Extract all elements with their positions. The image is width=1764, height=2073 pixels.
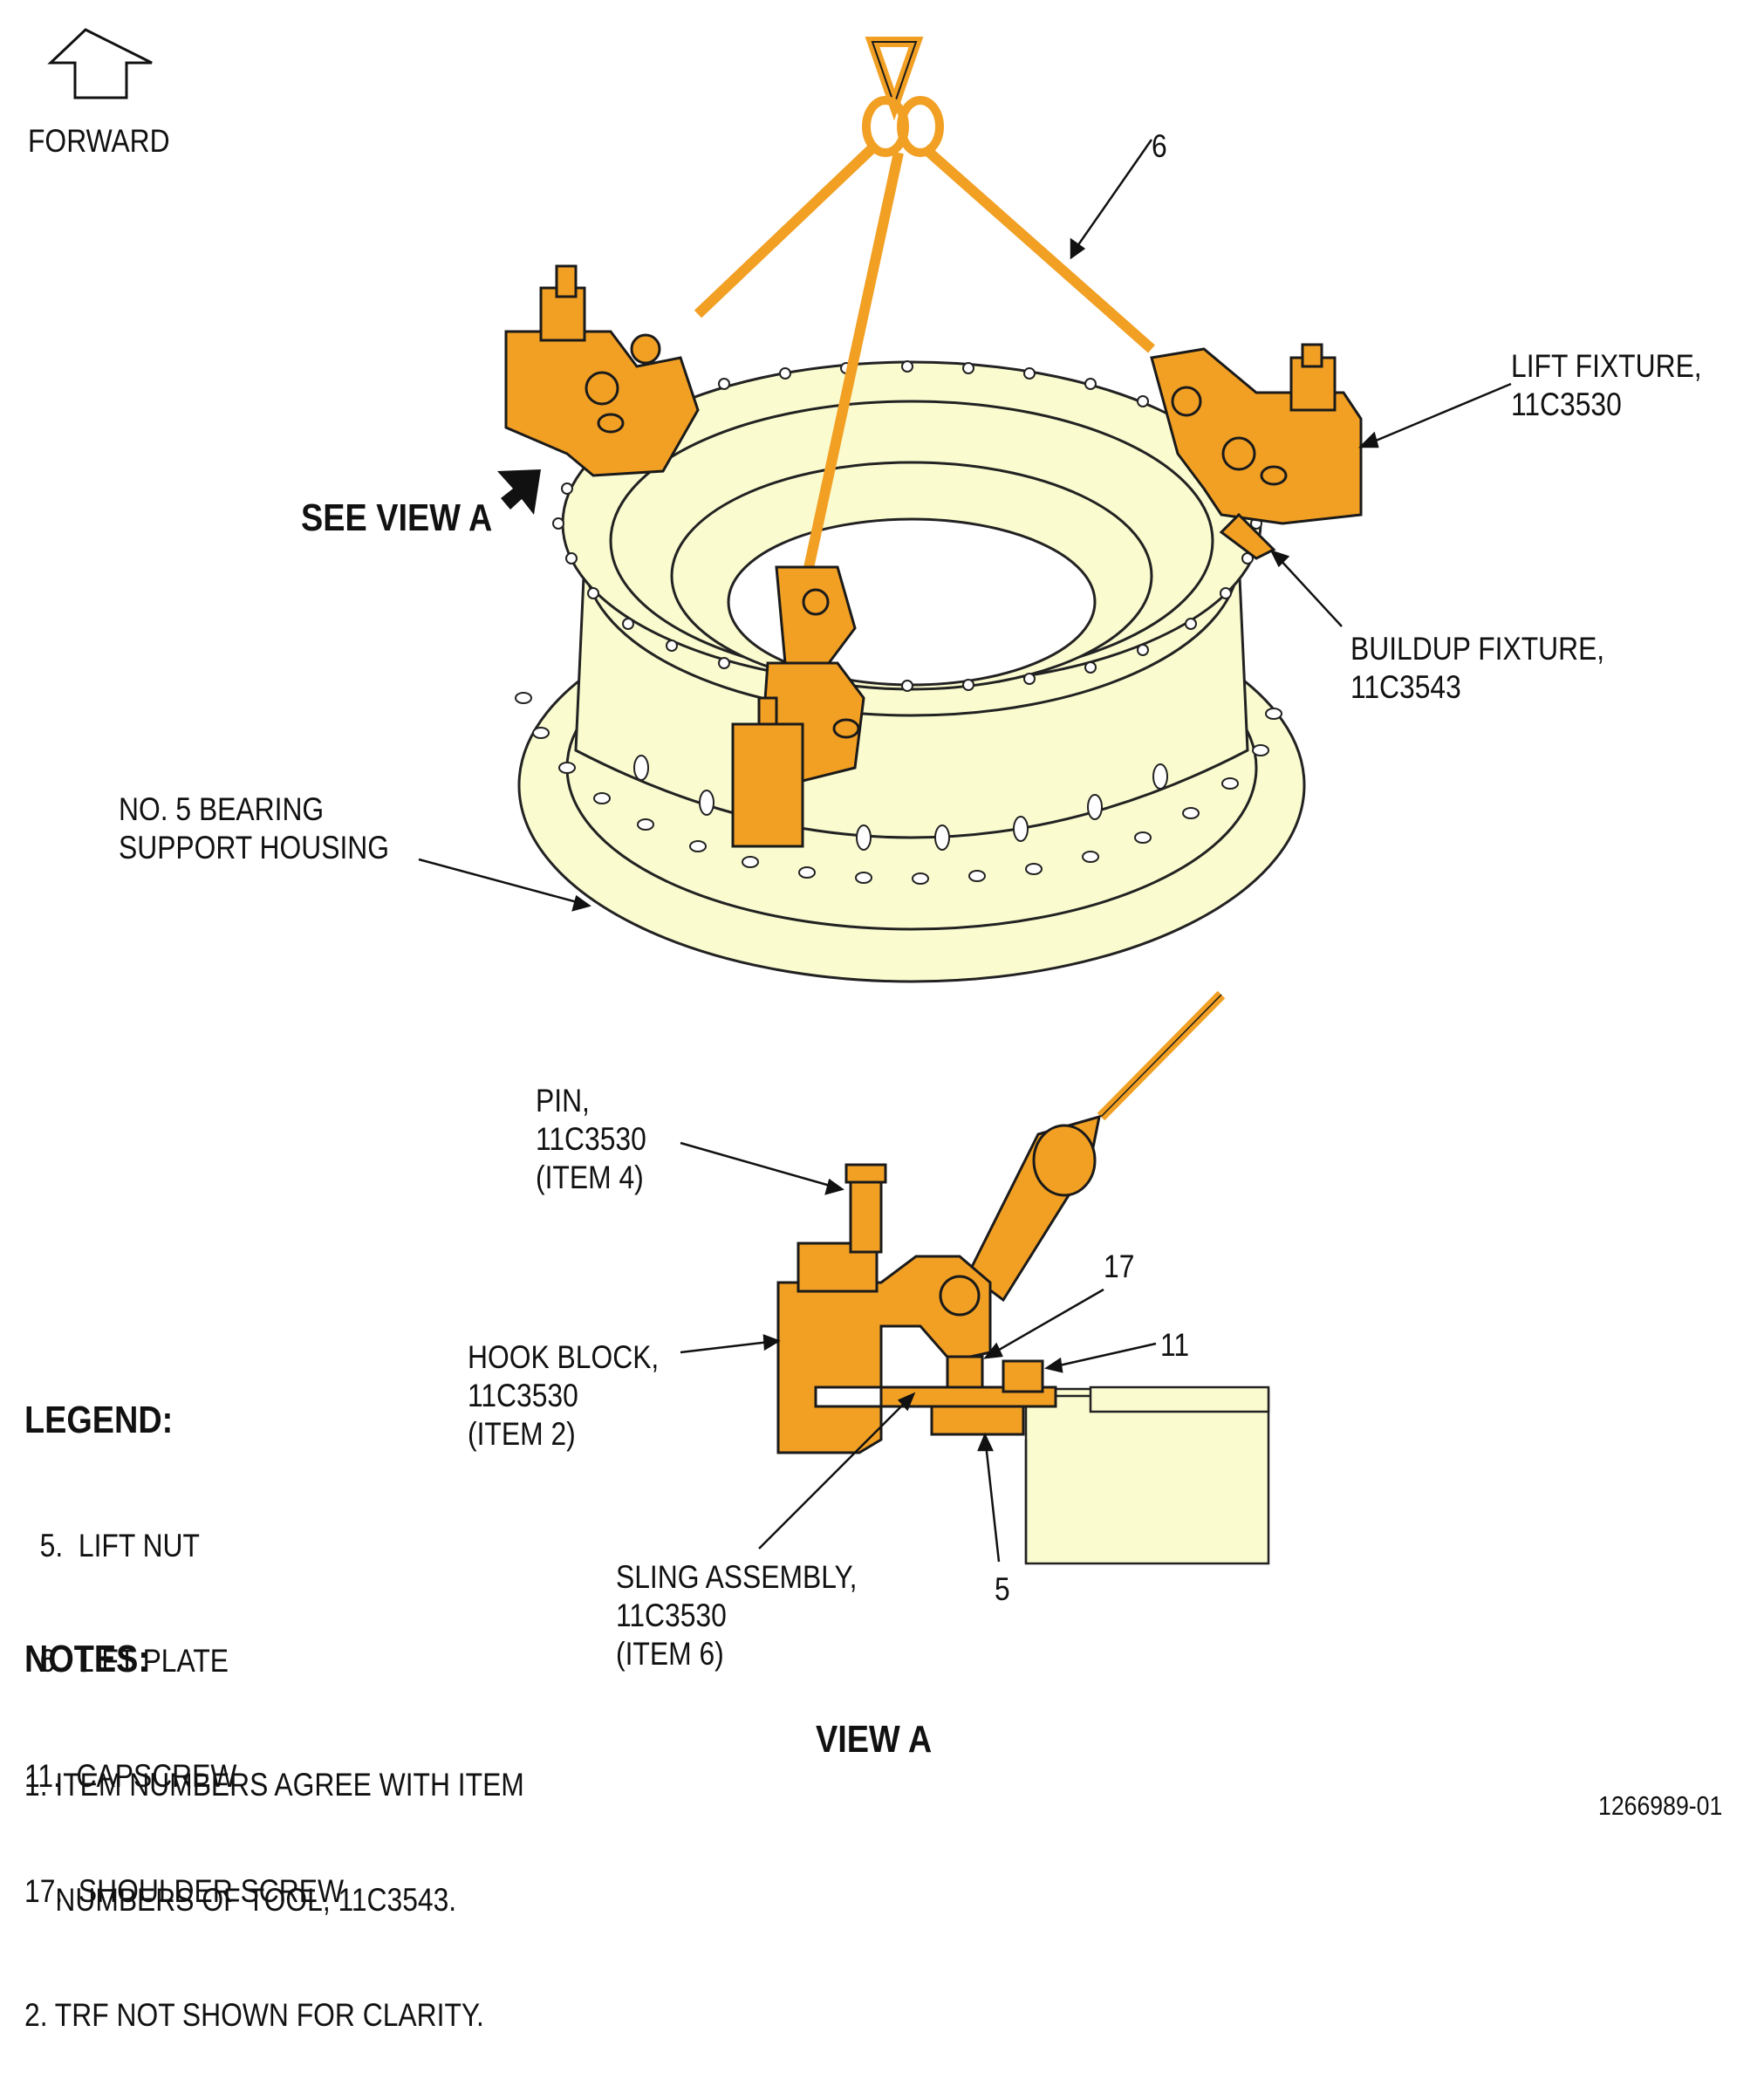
pin-line-1: PIN, [536, 1083, 590, 1119]
lift-fixture-right [1150, 343, 1363, 560]
bearing-housing-line-1: NO. 5 BEARING [119, 791, 325, 827]
lift-fixture-name: LIFT FIXTURE, [1511, 348, 1702, 384]
note-item: 1. ITEM NUMBERS AGREE WITH ITEM [24, 1767, 524, 1803]
item-5-callout: 5 [995, 1571, 1010, 1607]
pin-line-2: 11C3530 [536, 1121, 646, 1157]
lift-fixture-label: LIFT FIXTURE, 11C3530 [1511, 347, 1702, 424]
notes-title: NOTES: [24, 1638, 149, 1680]
lift-fixture-left [504, 264, 700, 477]
pin-line-3: (ITEM 4) [536, 1160, 644, 1195]
item-11-callout: 11 [1160, 1327, 1190, 1363]
bearing-housing-line-2: SUPPORT HOUSING [119, 830, 390, 865]
lower-flange-holes [515, 692, 1282, 885]
sling-assembly-line-1: SLING ASSEMBLY, [616, 1559, 858, 1595]
sling-assembly-top [694, 37, 1155, 578]
lift-fixture-number: 11C3530 [1511, 387, 1622, 422]
sling-assembly-label: SLING ASSEMBLY, 11C3530 (ITEM 6) [616, 1558, 858, 1673]
hook-block-line-3: (ITEM 2) [468, 1416, 576, 1452]
hook-block-line-2: 11C3530 [468, 1378, 578, 1413]
buildup-fixture-name: BUILDUP FIXTURE, [1350, 631, 1605, 667]
sling-assembly-line-3: (ITEM 6) [616, 1636, 724, 1672]
buildup-fixture-label: BUILDUP FIXTURE, 11C3543 [1350, 630, 1604, 707]
see-view-a-label: SEE VIEW A [301, 496, 493, 539]
note-item: 2. TRF NOT SHOWN FOR CLARITY. [24, 1997, 484, 2033]
view-a-title: VIEW A [816, 1718, 933, 1761]
sling-assembly-line-2: 11C3530 [616, 1598, 727, 1633]
hook-block-line-1: HOOK BLOCK, [468, 1339, 660, 1375]
hook-block-center [731, 565, 865, 848]
legend-item: 5. LIFT NUT [24, 1528, 200, 1563]
pin-label: PIN, 11C3530 (ITEM 4) [536, 1082, 646, 1197]
legend-item: 6. LIFT PLATE [24, 1643, 229, 1679]
forward-arrow-icon [47, 28, 153, 99]
see-view-a-arrow-icon [497, 469, 541, 515]
figure-id: 1266989-01 [1598, 1790, 1723, 1821]
view-a-sling-rope [1097, 990, 1226, 1121]
hook-block-label: HOOK BLOCK, 11C3530 (ITEM 2) [468, 1338, 659, 1454]
bearing-housing-label: NO. 5 BEARING SUPPORT HOUSING [119, 790, 389, 867]
buildup-fixture-number: 11C3543 [1350, 669, 1461, 705]
view-a-hook-block [776, 1114, 1101, 1454]
legend-item: 11. CAPSCREW [24, 1758, 237, 1794]
illustration [47, 28, 1512, 1565]
leader-lines-top [418, 139, 1512, 912]
item-17-callout: 17 [1104, 1249, 1135, 1284]
leader-lines-view-a [680, 1141, 1157, 1563]
view-a-housing-section [1024, 1385, 1270, 1565]
notes-list: 1. ITEM NUMBERS AGREE WITH ITEM NUMBERS … [24, 1689, 524, 2073]
legend-title: LEGEND: [24, 1399, 174, 1441]
note-item: NUMBERS OF TOOL, 11C3543. [24, 1882, 457, 1918]
item-6-callout: 6 [1152, 128, 1167, 164]
forward-label: FORWARD [28, 123, 170, 159]
